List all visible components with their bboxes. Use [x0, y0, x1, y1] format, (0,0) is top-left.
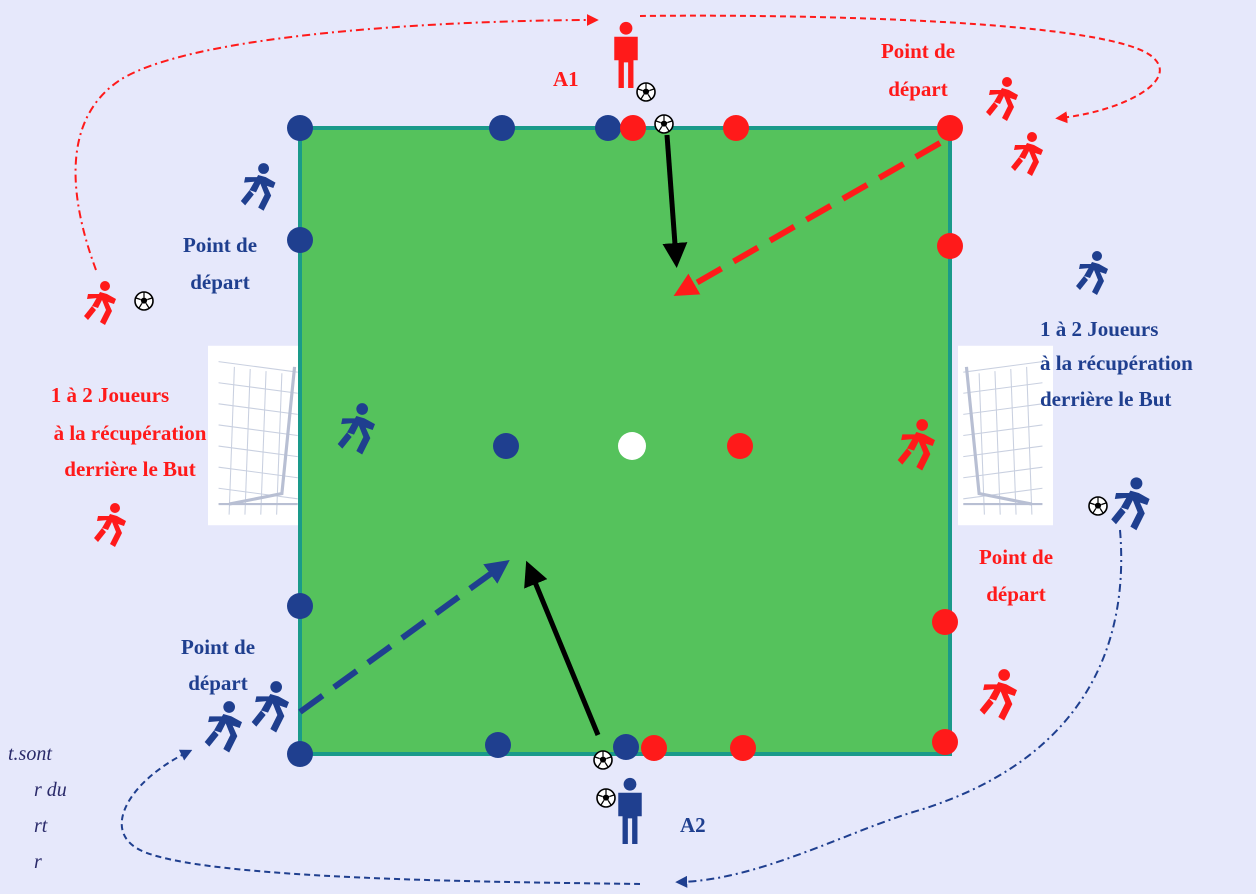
label-a1: A1 [553, 67, 579, 91]
runner-icon-blue-1 [240, 163, 276, 211]
goal-net-icon-left [208, 344, 303, 527]
runner-icon-red-6 [979, 669, 1017, 721]
runner-icon-red-4 [94, 503, 126, 547]
runner-icon-blue-4 [1111, 477, 1150, 531]
runner-icon-blue-5 [204, 701, 242, 753]
start-label-red-top: Point de [881, 39, 955, 63]
note-line-2: r du [34, 779, 67, 801]
recup-label-left-2: à la récupération [54, 421, 207, 445]
runner-icon-red-2 [1011, 132, 1043, 176]
standing-player-icon-a2 [618, 777, 642, 844]
runner-icon-blue-2 [1076, 251, 1108, 295]
soccer-ball-icon [593, 750, 613, 770]
recup-label-right: 1 à 2 Joueurs [1040, 317, 1158, 341]
standing-player-icon-a1 [614, 21, 638, 88]
blue-return-path [120, 749, 641, 885]
start-label-red-right: Point de [979, 545, 1053, 569]
runner-icon-red-1 [986, 77, 1018, 121]
pass-arrow-bottom [524, 560, 601, 736]
soccer-ball-icon [134, 291, 154, 311]
recup-label-right-3: derrière le But [1040, 387, 1171, 411]
red-cones [620, 115, 963, 761]
label-a2: A2 [680, 813, 706, 837]
recup-label-left-3: derrière le But [64, 457, 195, 481]
blue-cones [287, 115, 639, 767]
red-rotation-path [74, 14, 599, 271]
note-line-3: rt [34, 815, 48, 837]
soccer-ball-icon [1088, 496, 1108, 516]
start-label-blue-left: Point de [183, 233, 257, 257]
start-label-red-right-2: départ [986, 582, 1046, 606]
start-label-blue-bottom: Point de [181, 635, 255, 659]
recup-label-left: 1 à 2 Joueurs [51, 383, 169, 407]
note-line-1: t.sont [8, 743, 52, 765]
soccer-ball-icon [636, 82, 656, 102]
start-label-red-top-2: départ [888, 77, 948, 101]
start-label-blue-left-2: départ [190, 270, 250, 294]
pass-arrow-top [662, 134, 688, 268]
soccer-ball-icon [654, 114, 674, 134]
note-line-4: r [34, 851, 42, 873]
red-return-path [639, 14, 1161, 124]
recup-label-right-2: à la récupération [1040, 351, 1193, 375]
runner-icon-red-3 [84, 281, 116, 325]
goal-net-icon-right [958, 344, 1053, 527]
red-run-arrow [673, 140, 942, 296]
soccer-ball-icon [596, 788, 616, 808]
center-ball-marker [618, 432, 646, 460]
runner-icon-blue-6 [251, 681, 289, 733]
blue-rotation-path [675, 529, 1123, 888]
start-label-blue-bottom-2: départ [188, 671, 248, 695]
